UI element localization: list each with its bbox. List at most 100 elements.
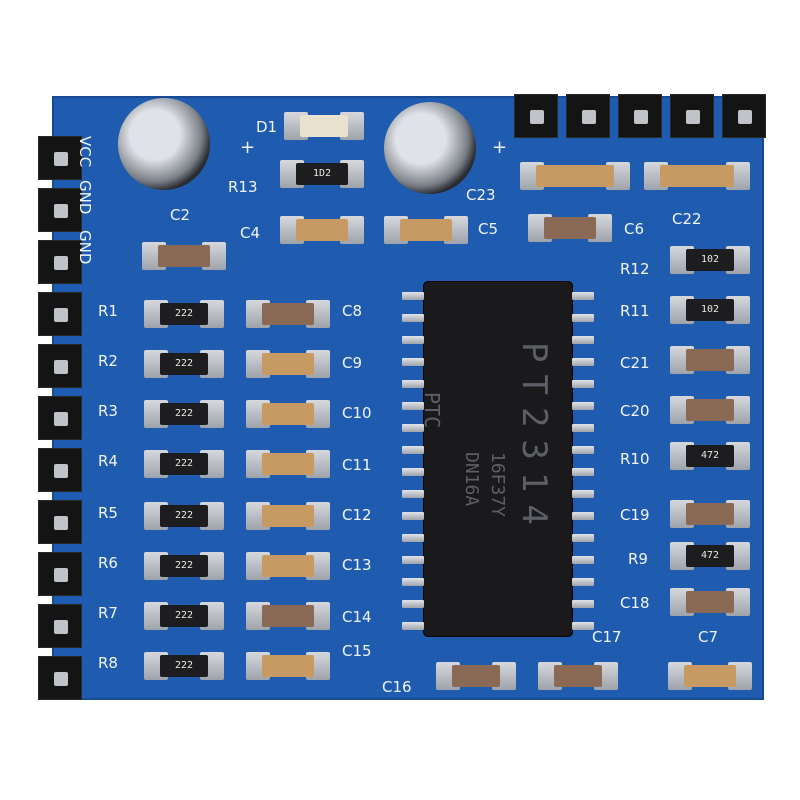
header-pin xyxy=(38,344,82,388)
resistor-r2: 222 xyxy=(144,350,224,378)
label-c8: C8 xyxy=(342,302,363,320)
label-vcc: VCC xyxy=(76,136,94,168)
resistor-r6: 222 xyxy=(144,552,224,580)
label-c7: C7 xyxy=(698,628,719,646)
label-r1: R1 xyxy=(98,302,118,320)
label-c2: C2 xyxy=(170,206,191,224)
label-r5: R5 xyxy=(98,504,118,522)
capacitor-c21 xyxy=(670,346,750,374)
capacitor-c8 xyxy=(246,300,330,328)
header-pin xyxy=(38,448,82,492)
chip-part-number: PT2314 xyxy=(514,342,554,537)
label-c15: C15 xyxy=(342,642,372,660)
label-c20: C20 xyxy=(620,402,650,420)
label-r6: R6 xyxy=(98,554,118,572)
header-pin xyxy=(722,94,766,138)
resistor-r4: 222 xyxy=(144,450,224,478)
capacitor-c7 xyxy=(668,662,752,690)
label-c5: C5 xyxy=(478,220,499,238)
resistor-r10: 472 xyxy=(670,442,750,470)
capacitor-c18 xyxy=(670,588,750,616)
label-r9: R9 xyxy=(628,550,648,568)
capacitor-large-2 xyxy=(644,162,750,190)
electrolytic-capacitor-left xyxy=(118,98,210,190)
label-c21: C21 xyxy=(620,354,650,372)
label-c19: C19 xyxy=(620,506,650,524)
label-r2: R2 xyxy=(98,352,118,370)
capacitor-c6 xyxy=(528,214,612,242)
header-pin xyxy=(514,94,558,138)
plus-sign-2: + xyxy=(492,137,508,158)
label-c17: C17 xyxy=(592,628,622,646)
capacitor-c13 xyxy=(246,552,330,580)
capacitor-c5 xyxy=(384,216,468,244)
capacitor-c10 xyxy=(246,400,330,428)
header-pin xyxy=(670,94,714,138)
capacitor-c20 xyxy=(670,396,750,424)
capacitor-c2 xyxy=(142,242,226,270)
capacitor-c11 xyxy=(246,450,330,478)
label-gnd-2: GND xyxy=(76,230,94,265)
resistor-r1: 222 xyxy=(144,300,224,328)
header-pin xyxy=(38,656,82,700)
label-r11: R11 xyxy=(620,302,650,320)
electrolytic-capacitor-right xyxy=(384,102,476,194)
capacitor-large-1 xyxy=(520,162,630,190)
label-c13: C13 xyxy=(342,556,372,574)
label-c11: C11 xyxy=(342,456,372,474)
resistor-r3: 222 xyxy=(144,400,224,428)
label-r12: R12 xyxy=(620,260,650,278)
capacitor-c17 xyxy=(538,662,618,690)
label-c23: C23 xyxy=(466,186,496,204)
chip-line-3: DN16A xyxy=(461,452,482,507)
label-c10: C10 xyxy=(342,404,372,422)
header-pin xyxy=(38,396,82,440)
label-c12: C12 xyxy=(342,506,372,524)
plus-sign-1: + xyxy=(240,137,256,158)
label-c9: C9 xyxy=(342,354,363,372)
header-pin xyxy=(618,94,662,138)
resistor-r9: 472 xyxy=(670,542,750,570)
capacitor-c19 xyxy=(670,500,750,528)
capacitor-c12 xyxy=(246,502,330,530)
header-pin xyxy=(38,240,82,284)
chip-logo: PTC xyxy=(420,392,444,429)
resistor-r12: 102 xyxy=(670,246,750,274)
label-c18: C18 xyxy=(620,594,650,612)
header-pin xyxy=(38,500,82,544)
label-c4: C4 xyxy=(240,224,261,242)
resistor-r7: 222 xyxy=(144,602,224,630)
r13-marking: 1D2 xyxy=(296,163,348,185)
resistor-r8: 222 xyxy=(144,652,224,680)
resistor-r13: 1D2 xyxy=(280,160,364,188)
label-r8: R8 xyxy=(98,654,118,672)
resistor-r5: 222 xyxy=(144,502,224,530)
capacitor-c4 xyxy=(280,216,364,244)
label-r10: R10 xyxy=(620,450,650,468)
label-c22: C22 xyxy=(672,210,702,228)
label-r7: R7 xyxy=(98,604,118,622)
led-d1 xyxy=(284,112,364,140)
pcb-board: VCC GND GND + + D1 R13 1D2 C2 C4 C5 C23 xyxy=(38,94,766,700)
capacitor-c9 xyxy=(246,350,330,378)
label-d1: D1 xyxy=(256,118,278,136)
label-c14: C14 xyxy=(342,608,372,626)
header-pin xyxy=(38,136,82,180)
capacitor-c14 xyxy=(246,602,330,630)
ic-chip: PTC PT2314 16F37Y DN16A xyxy=(420,282,572,636)
header-pin xyxy=(38,552,82,596)
chip-line-2: 16F37Y xyxy=(487,452,508,518)
label-r13: R13 xyxy=(228,178,258,196)
header-pin xyxy=(38,292,82,336)
label-gnd-1: GND xyxy=(76,180,94,215)
capacitor-c15 xyxy=(246,652,330,680)
capacitor-c16 xyxy=(436,662,516,690)
label-c6: C6 xyxy=(624,220,645,238)
label-r3: R3 xyxy=(98,402,118,420)
resistor-r11: 102 xyxy=(670,296,750,324)
header-pin xyxy=(38,604,82,648)
header-pin xyxy=(566,94,610,138)
label-r4: R4 xyxy=(98,452,118,470)
header-pin xyxy=(38,188,82,232)
label-c16: C16 xyxy=(382,678,412,696)
